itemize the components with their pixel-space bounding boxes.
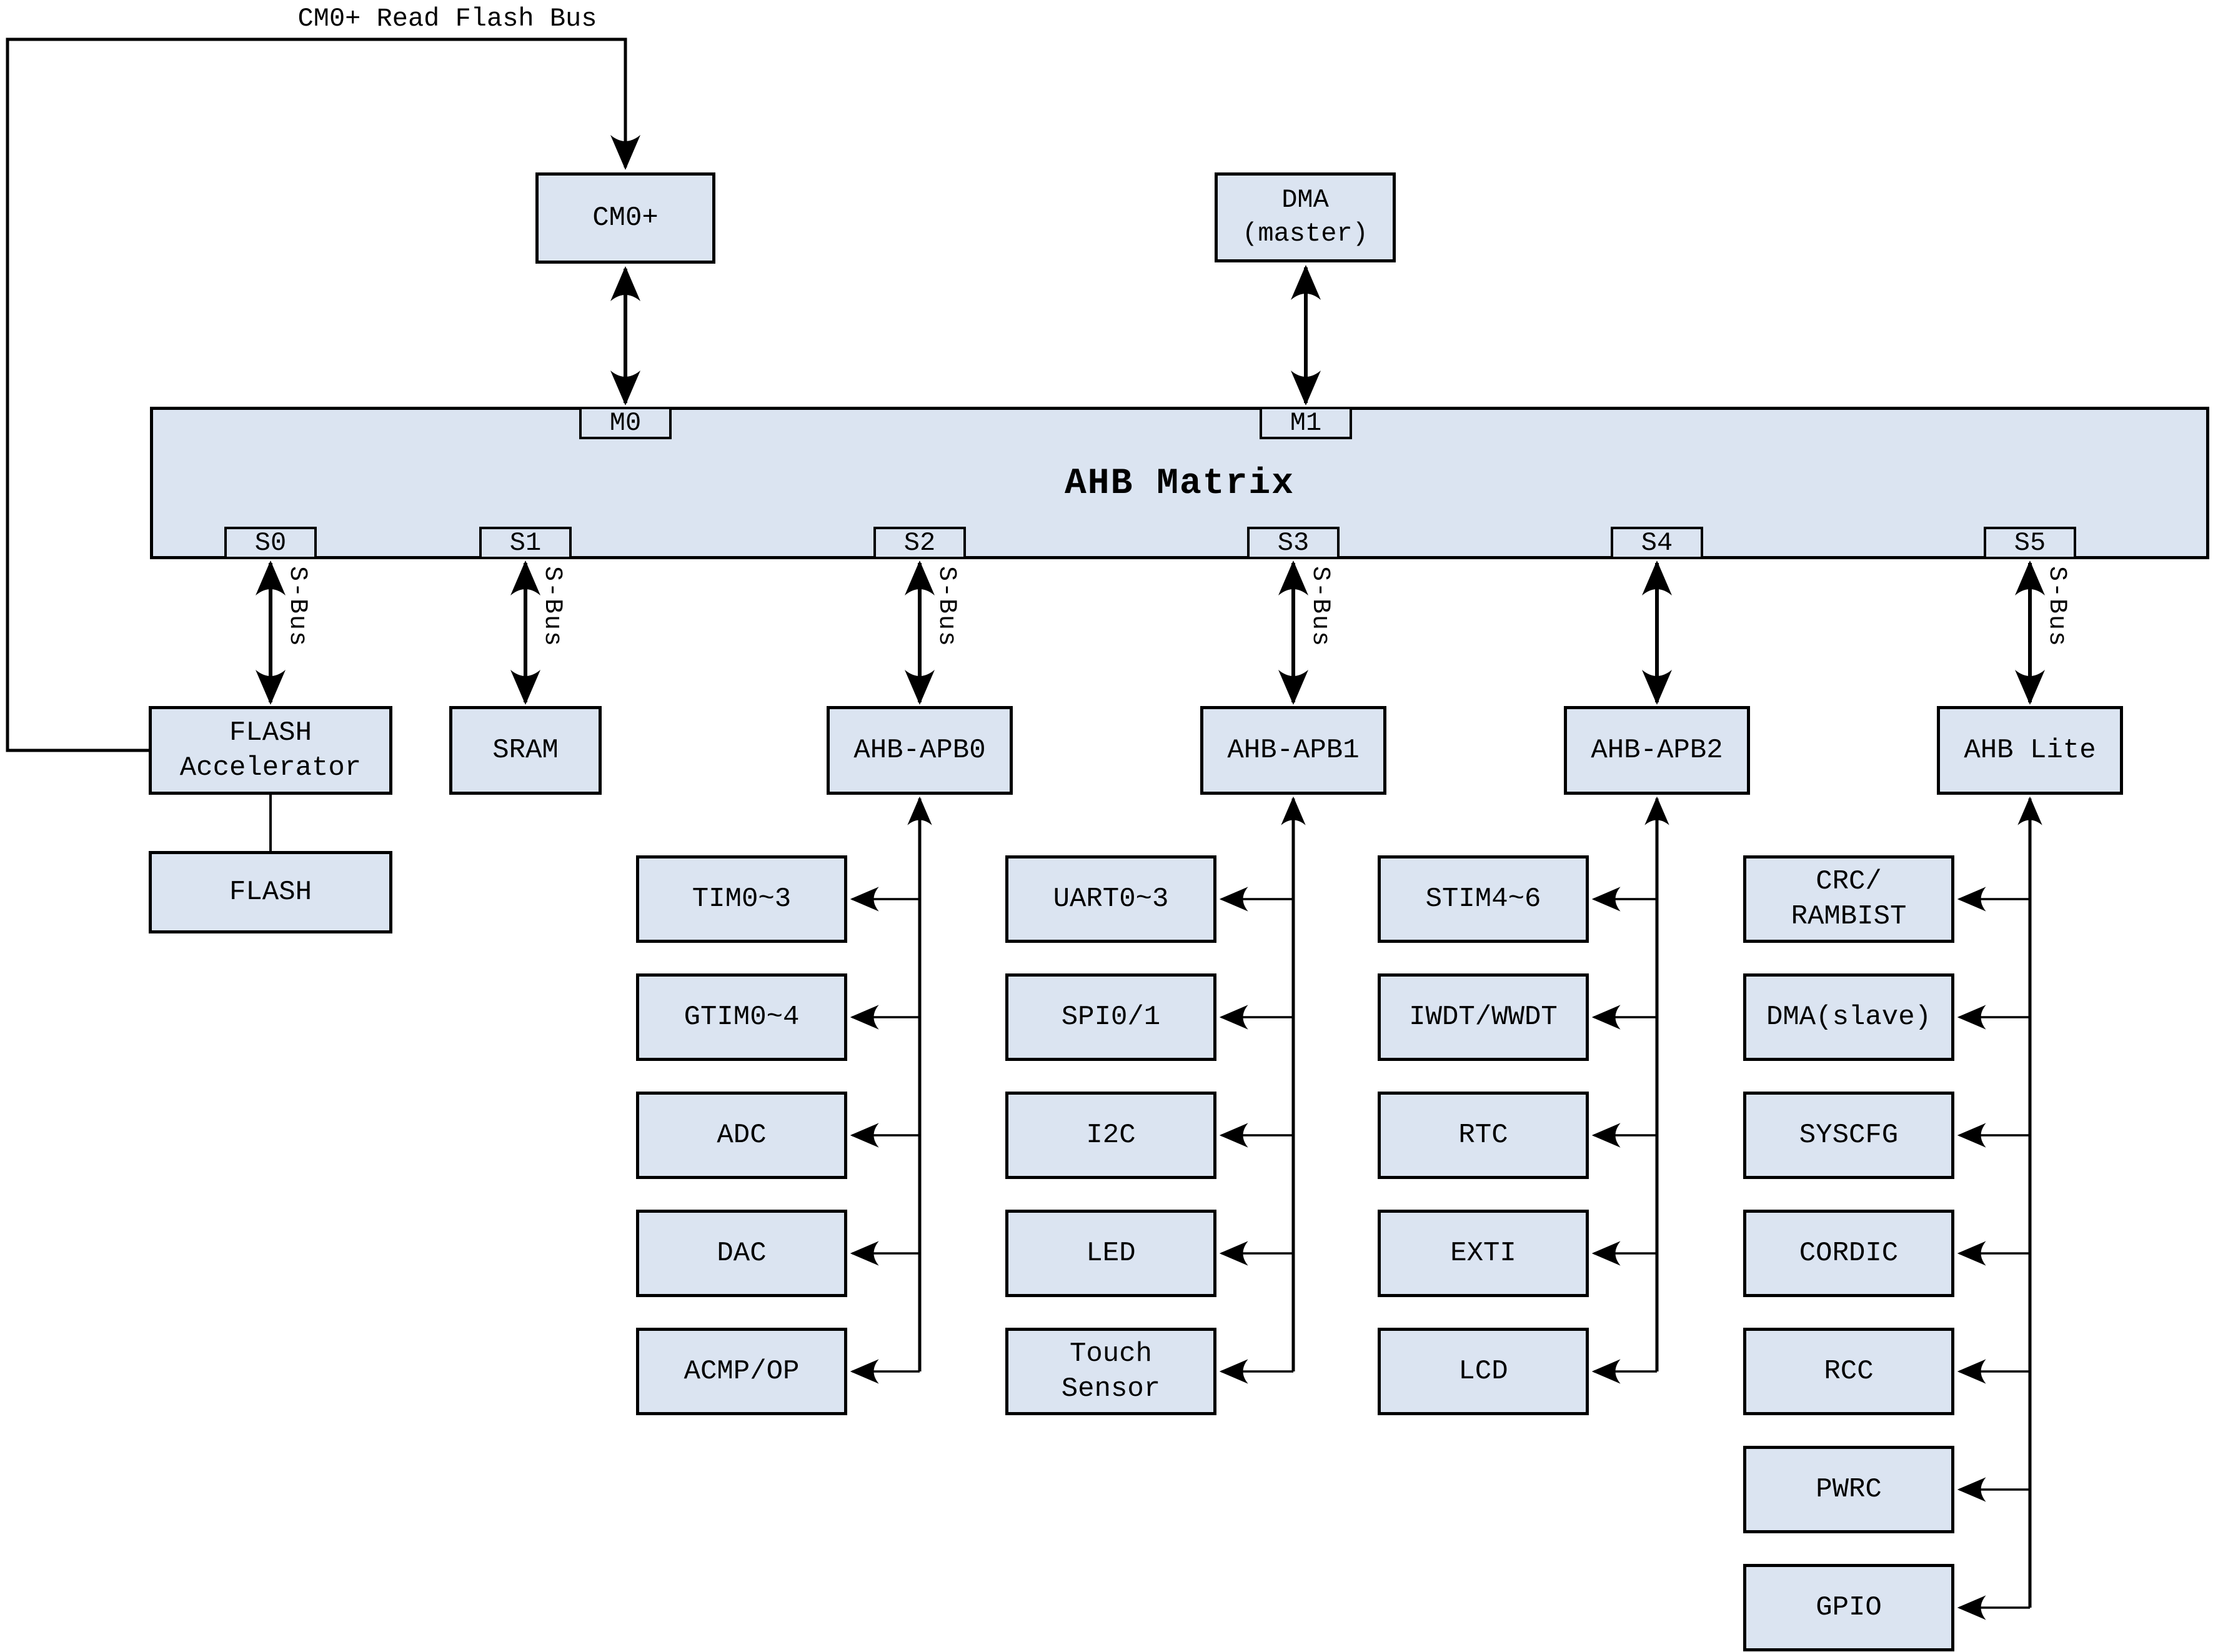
matrix-slave-port-s2: S2 — [873, 527, 966, 559]
bridge-box-2: AHB-APB2 — [1564, 706, 1750, 795]
cm0-read-flash-bus-line — [6, 37, 640, 752]
s-bus-label-s0: S-Bus — [283, 566, 311, 648]
peripheral-box-2-2: RTC — [1378, 1092, 1589, 1179]
peripheral-box-0-2: ADC — [636, 1092, 847, 1179]
bridge-box-3: AHB Lite — [1937, 706, 2123, 795]
peripheral-box-3-5: PWRC — [1743, 1446, 1954, 1533]
matrix-slave-port-s0: S0 — [224, 527, 317, 559]
peripheral-box-3-0: CRC/ RAMBIST — [1743, 855, 1954, 943]
s-bus-label-s1: S-Bus — [538, 566, 566, 648]
cm0-label: CM0+ — [592, 202, 659, 234]
peripheral-box-0-4: ACMP/OP — [636, 1328, 847, 1415]
s-bus-label-s2: S-Bus — [932, 566, 960, 648]
peripheral-box-1-3: LED — [1005, 1210, 1216, 1297]
dma-label-line1: DMA — [1281, 185, 1329, 216]
cm0-box: CM0+ — [535, 172, 715, 264]
matrix-slave-port-s1: S1 — [479, 527, 572, 559]
ahb-matrix-title: AHB Matrix — [1064, 464, 1295, 504]
matrix-master-port-m1: M1 — [1260, 407, 1352, 439]
peripheral-box-0-1: GTIM0~4 — [636, 973, 847, 1061]
peripheral-box-3-2: SYSCFG — [1743, 1092, 1954, 1179]
peripheral-box-1-2: I2C — [1005, 1092, 1216, 1179]
sram-box: SRAM — [449, 706, 602, 795]
matrix-master-port-m0: M0 — [579, 407, 672, 439]
peripheral-box-1-4: Touch Sensor — [1005, 1328, 1216, 1415]
flash-accelerator-box: FLASH Accelerator — [149, 706, 392, 795]
peripheral-box-3-4: RCC — [1743, 1328, 1954, 1415]
dma-master-box: DMA (master) — [1215, 172, 1396, 262]
peripheral-box-0-0: TIM0~3 — [636, 855, 847, 943]
peripheral-box-1-1: SPI0/1 — [1005, 973, 1216, 1061]
matrix-slave-port-s5: S5 — [1984, 527, 2076, 559]
peripheral-box-2-0: STIM4~6 — [1378, 855, 1589, 943]
dma-label-line2: (master) — [1242, 219, 1368, 249]
peripheral-box-1-0: UART0~3 — [1005, 855, 1216, 943]
peripheral-box-2-1: IWDT/WWDT — [1378, 973, 1589, 1061]
peripheral-box-3-1: DMA(slave) — [1743, 973, 1954, 1061]
peripheral-box-0-3: DAC — [636, 1210, 847, 1297]
peripheral-box-3-6: GPIO — [1743, 1564, 1954, 1651]
bridge-box-1: AHB-APB1 — [1200, 706, 1386, 795]
bridge-box-0: AHB-APB0 — [827, 706, 1013, 795]
peripheral-box-2-3: EXTI — [1378, 1210, 1589, 1297]
peripheral-box-3-3: CORDIC — [1743, 1210, 1954, 1297]
matrix-slave-port-s3: S3 — [1247, 527, 1340, 559]
matrix-slave-port-s4: S4 — [1611, 527, 1703, 559]
peripheral-box-2-4: LCD — [1378, 1328, 1589, 1415]
flash-box: FLASH — [149, 851, 392, 933]
cm0-read-flash-bus-label: CM0+ Read Flash Bus — [297, 4, 597, 34]
s-bus-label-s5: S-Bus — [2042, 566, 2071, 648]
s-bus-label-s3: S-Bus — [1306, 566, 1334, 648]
